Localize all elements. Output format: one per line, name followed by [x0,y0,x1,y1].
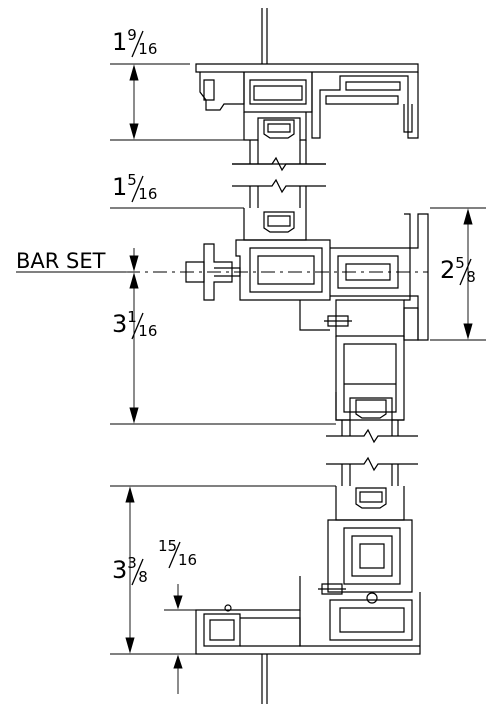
dim-denominator: 8 [138,568,148,586]
dim-whole: 1 [112,173,128,201]
dimension-sill-height [110,486,336,654]
dim-whole: 3 [112,310,128,338]
dim-numerator: 5 [455,254,465,272]
dimension-frame-depth [430,208,486,340]
dim-denominator: 16 [138,40,158,58]
dim-whole: 1 [112,28,128,56]
break-line-lower [326,430,418,470]
break-line-upper [232,158,326,192]
dimension-lower-offset [110,274,336,424]
dimension-sill-step [164,584,196,694]
bar-set-line [16,248,428,272]
dim-whole: 3 [112,556,128,584]
dim-numerator: 9 [127,26,137,44]
dim-numerator: 15 [158,537,178,555]
head-frame-profile [196,8,418,164]
dim-denominator: 16 [138,322,158,340]
dim-denominator: 8 [466,268,476,286]
dimension-top-glass-bite [110,64,244,140]
dim-numerator: 5 [127,171,137,189]
dim-denominator: 16 [178,551,198,569]
label-bar-set: BAR SET [16,249,106,273]
dim-numerator: 1 [127,308,137,326]
meeting-rail-profile [186,186,428,436]
dim-numerator: 3 [127,554,137,572]
dim-whole: 2 [440,256,456,284]
sill-profile [196,464,420,704]
dim-denominator: 16 [138,185,158,203]
